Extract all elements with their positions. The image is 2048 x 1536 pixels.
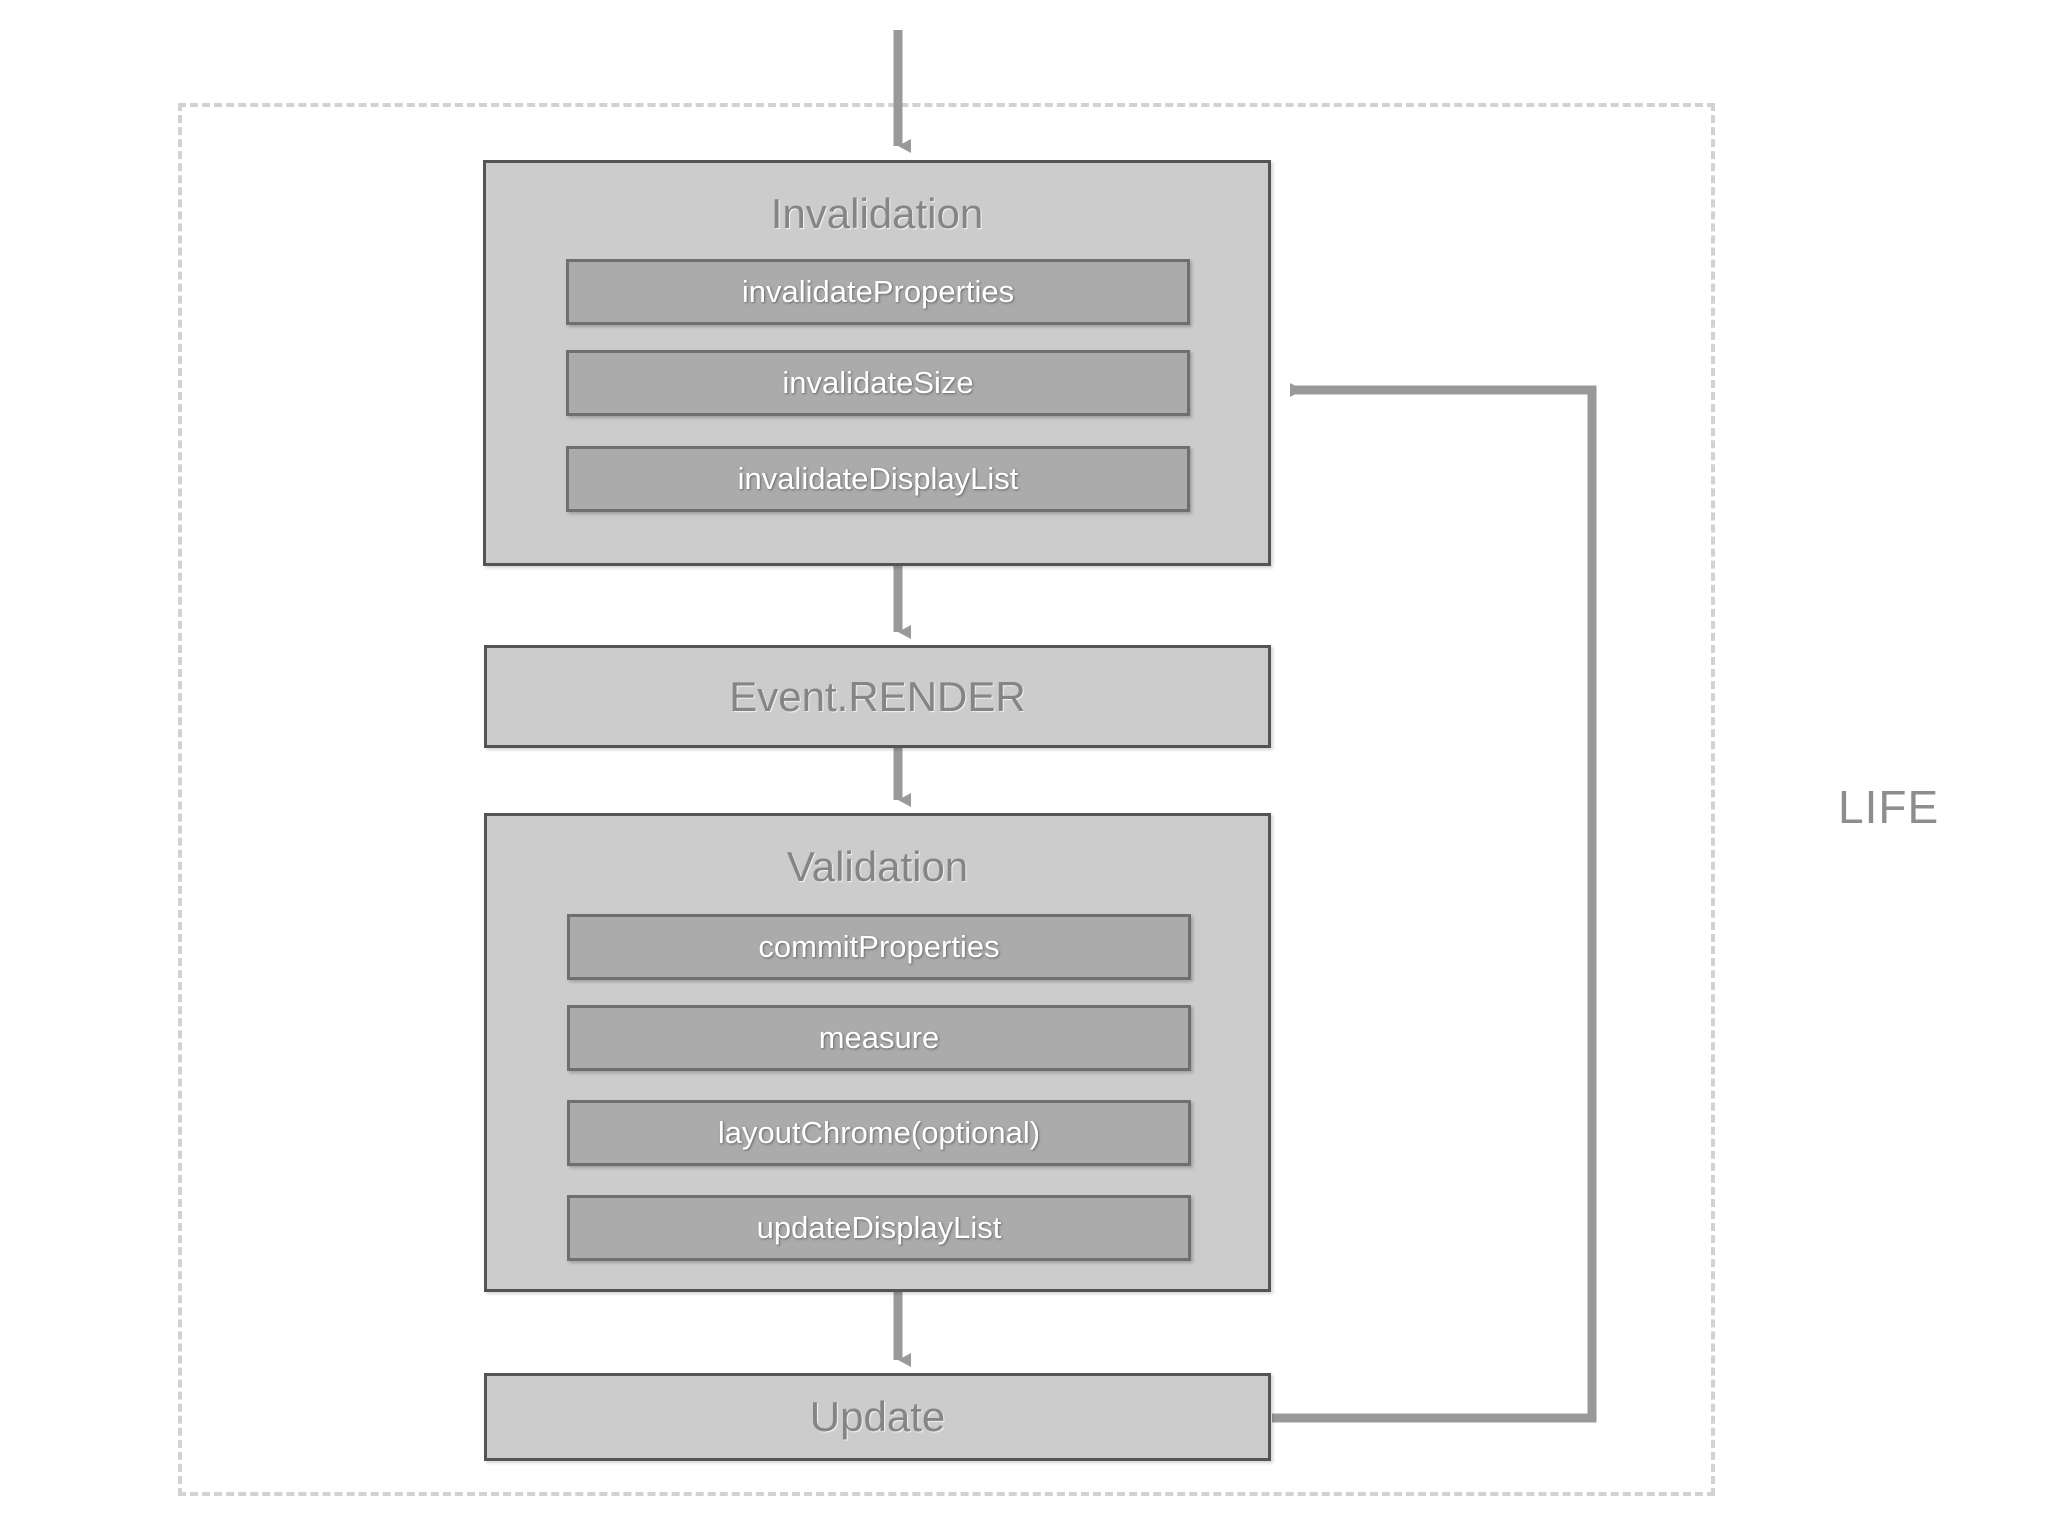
method-layout-chrome-label: layoutChrome(optional) (717, 1115, 1041, 1150)
method-layout-chrome[interactable]: layoutChrome(optional) (567, 1100, 1191, 1166)
method-invalidate-size-label: invalidateSize (782, 365, 974, 400)
step-update[interactable]: Update (484, 1373, 1271, 1461)
phase-invalidation[interactable]: Invalidation invalidateProperties invali… (483, 160, 1271, 566)
method-commit-properties[interactable]: commitProperties (567, 914, 1191, 980)
method-measure-label: measure (818, 1020, 940, 1055)
method-invalidate-properties-label: invalidateProperties (741, 274, 1015, 309)
method-invalidate-display-list-label: invalidateDisplayList (737, 461, 1019, 496)
phase-validation[interactable]: Validation commitProperties measure layo… (484, 813, 1271, 1292)
method-invalidate-size[interactable]: invalidateSize (566, 350, 1190, 416)
step-event-render-label: Event.RENDER (729, 672, 1026, 720)
method-update-display-list-label: updateDisplayList (756, 1210, 1002, 1245)
life-label: LIFE (1838, 781, 1940, 833)
life-boundary (178, 103, 1715, 1496)
step-update-label: Update (809, 1393, 946, 1440)
method-commit-properties-label: commitProperties (758, 929, 1000, 964)
method-invalidate-display-list[interactable]: invalidateDisplayList (566, 446, 1190, 512)
phase-invalidation-title: Invalidation (770, 190, 984, 237)
step-event-render[interactable]: Event.RENDER (484, 645, 1271, 748)
phase-validation-title: Validation (786, 843, 969, 890)
method-update-display-list[interactable]: updateDisplayList (567, 1195, 1191, 1261)
method-invalidate-properties[interactable]: invalidateProperties (566, 259, 1190, 325)
method-measure[interactable]: measure (567, 1005, 1191, 1071)
